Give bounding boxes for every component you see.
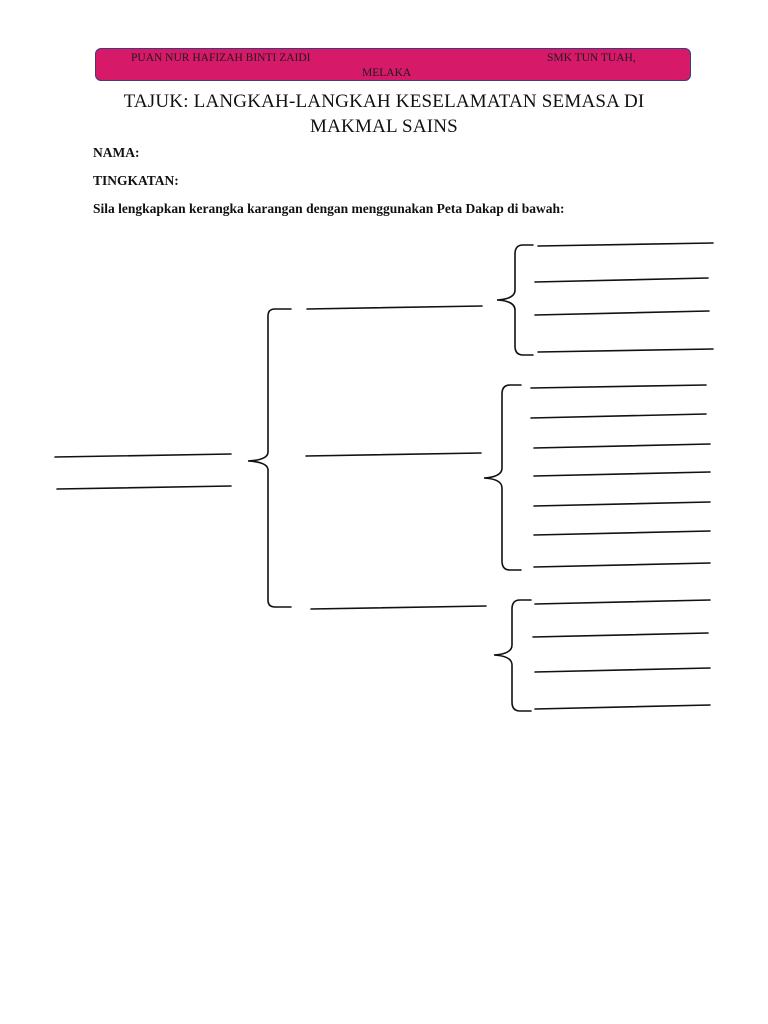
sub-blank-line [534, 310, 710, 316]
part-blank-line [305, 452, 482, 457]
header-banner: PUAN NUR HAFIZAH BINTI ZAIDI SMK TUN TUA… [95, 48, 691, 81]
teacher-name: PUAN NUR HAFIZAH BINTI ZAIDI [131, 52, 311, 64]
nama-label: NAMA: [93, 145, 140, 160]
part-blank-line [306, 305, 483, 310]
sub-blank-line [532, 632, 709, 638]
sub-blank-line [534, 277, 709, 283]
sub-blank-line [530, 413, 707, 419]
whole-blank-line [54, 453, 232, 458]
sub-blank-line [533, 471, 711, 477]
sub-blank-line [534, 704, 711, 710]
sub-blank-line [534, 599, 711, 605]
whole-blank-line [56, 485, 232, 490]
whole-blank-group [54, 453, 232, 490]
sub-blank-line [537, 242, 714, 247]
sub-blank-line [533, 501, 711, 507]
school-state: MELAKA [362, 67, 412, 79]
sub-blank-line [530, 384, 707, 389]
tingkatan-label: TINGKATAN: [93, 173, 179, 188]
sub-blank-line [537, 348, 714, 353]
school-name: SMK TUN TUAH, [547, 52, 636, 64]
part-blank-line [310, 605, 487, 610]
sub-blank-group-1 [534, 242, 714, 353]
main-brace [247, 308, 292, 608]
sub-blank-line [534, 667, 711, 673]
page-title: TAJUK: LANGKAH-LANGKAH KESELAMATAN SEMAS… [123, 91, 645, 137]
sub-blank-line [533, 530, 711, 536]
instruction-text: Sila lengkapkan kerangka karangan dengan… [93, 201, 565, 216]
sub-blank-group-3 [532, 599, 711, 710]
part-blank-group [305, 305, 487, 610]
sub-brace-1 [496, 244, 534, 356]
sub-brace-3 [493, 599, 532, 712]
sub-brace-2 [483, 384, 522, 571]
sub-blank-line [533, 443, 711, 449]
sub-blank-group-2 [530, 384, 711, 568]
sub-blank-line [533, 562, 711, 568]
